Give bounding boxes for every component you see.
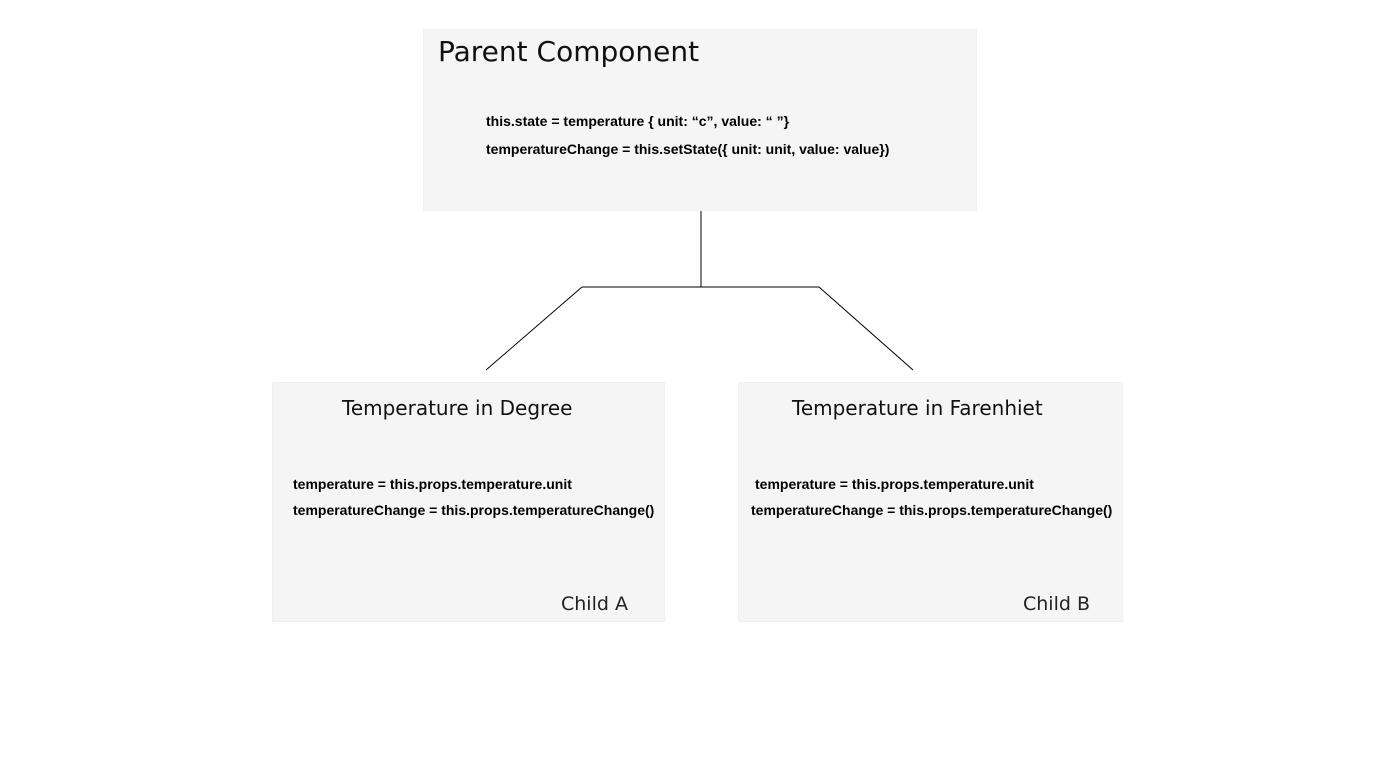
child-b-title: Temperature in Farenhiet [792,396,1043,420]
child-b-temperature-line: temperature = this.props.temperature.uni… [755,476,1034,492]
parent-title: Parent Component [438,35,700,68]
parent-change-line: temperatureChange = this.setState({ unit… [486,141,890,157]
connector-branch-child-b [818,286,914,371]
child-a-box: Temperature in Degree temperature = this… [272,382,665,622]
connector-branch-child-a [485,286,583,371]
child-a-change-line: temperatureChange = this.props.temperatu… [293,502,655,518]
child-b-change-line: temperatureChange = this.props.temperatu… [751,502,1113,518]
child-a-temperature-line: temperature = this.props.temperature.uni… [293,476,572,492]
child-a-label: Child A [561,593,628,615]
parent-component-box: Parent Component this.state = temperatur… [423,29,977,211]
child-b-box: Temperature in Farenhiet temperature = t… [738,382,1123,622]
child-a-title: Temperature in Degree [342,396,573,420]
child-b-label: Child B [1023,593,1091,615]
parent-state-line: this.state = temperature { unit: “c”, va… [486,113,790,129]
